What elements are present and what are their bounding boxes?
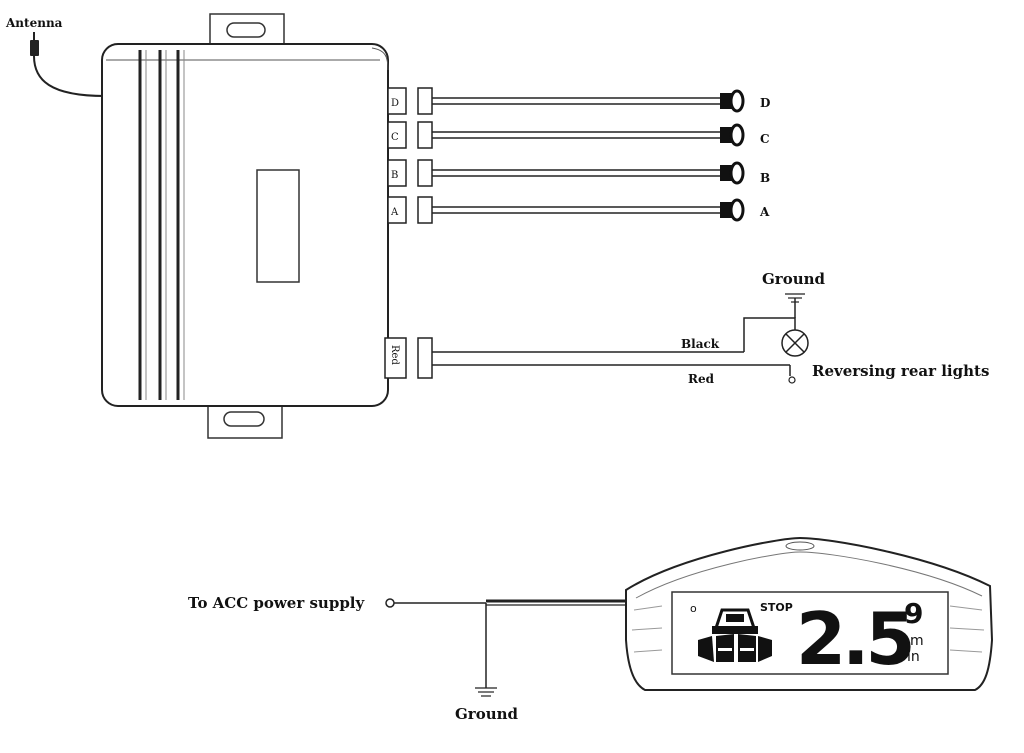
acc-label: To ACC power supply (188, 594, 366, 612)
reverse-wires (432, 298, 796, 376)
car-icon (712, 608, 758, 634)
lcd-small-digit: 9 (904, 597, 923, 630)
svg-text:D: D (391, 98, 399, 109)
sensor-a-icon (720, 198, 745, 222)
sensor-b-label: B (760, 171, 770, 185)
control-unit (101, 13, 389, 439)
svg-text:A: A (390, 207, 399, 218)
port-d: D (387, 87, 433, 115)
lcd-stop-text: STOP (760, 601, 793, 614)
lamp-icon (781, 329, 809, 357)
svg-text:C: C (391, 132, 399, 143)
red-wire-label: Red (688, 372, 715, 386)
lcd-unit-in: in (907, 649, 920, 665)
ground-symbol-top (785, 293, 805, 303)
terminal-dot (788, 376, 796, 384)
sensor-c-icon (720, 123, 745, 147)
sensor-c-label: C (760, 132, 770, 146)
sensor-b-icon (720, 161, 745, 185)
lcd-unit-m: m (910, 633, 924, 649)
svg-text:Red: Red (389, 345, 400, 365)
distance-bars-icon (698, 634, 772, 662)
lcd-indicator: o (690, 602, 697, 615)
power-wires (394, 599, 628, 688)
sensor-cables (432, 97, 722, 214)
antenna-icon (30, 32, 106, 97)
port-b: B (387, 159, 433, 187)
ground-bottom-label: Ground (455, 705, 519, 723)
port-a: A (387, 196, 433, 224)
ground-symbol-bottom (475, 687, 497, 697)
port-red: Red (384, 337, 433, 379)
black-wire-label: Black (681, 337, 720, 351)
lcd-big-digits: 2.5 (796, 597, 912, 681)
reversing-lights-label: Reversing rear lights (812, 362, 989, 380)
antenna-label: Antenna (5, 16, 63, 30)
ground-top-label: Ground (762, 270, 826, 288)
svg-text:B: B (391, 170, 398, 181)
sensor-d-icon (720, 89, 745, 113)
sensor-a-label: A (759, 205, 770, 219)
acc-terminal (385, 598, 395, 608)
port-c: C (387, 121, 433, 149)
sensor-d-label: D (760, 96, 770, 110)
